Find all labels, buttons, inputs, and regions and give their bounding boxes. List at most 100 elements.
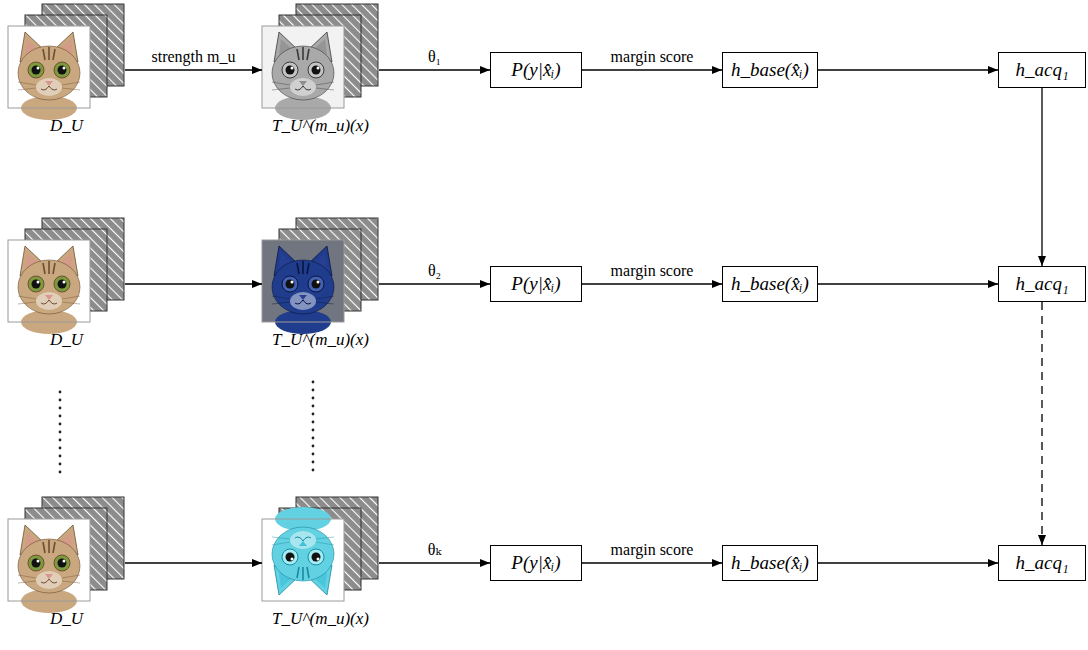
node-label: h_acq₁ (1015, 273, 1068, 295)
illustration-part (45, 295, 53, 300)
illustration-part (18, 575, 80, 583)
illustration-part (63, 67, 66, 70)
illustration-part (59, 415, 62, 418)
illustration-part (18, 539, 80, 593)
illustration-part (312, 421, 315, 424)
illustration-part (299, 295, 307, 300)
illustration-part (28, 555, 44, 571)
process-box: h_acq₁ (998, 545, 1086, 581)
illustration-part (36, 78, 62, 96)
illustration-part (36, 571, 62, 589)
illustration-part (59, 439, 62, 442)
image-stack: D_U (8, 4, 125, 136)
process-box: h_acq₁ (998, 52, 1086, 88)
illustration-part (8, 26, 90, 108)
illustration-part (272, 507, 334, 595)
arrow-connector (125, 562, 262, 563)
cat-image (262, 507, 344, 601)
illustration-part (8, 519, 90, 601)
node-label: P(y|x̂ᵢ) (511, 273, 560, 295)
illustration-part (59, 447, 62, 450)
illustration-part (18, 525, 80, 613)
illustration-part (18, 246, 80, 334)
illustration-part (299, 541, 307, 546)
illustration-part (286, 553, 295, 562)
illustration-part (262, 519, 344, 601)
illustration-part (312, 389, 315, 392)
illustration-part (32, 559, 41, 568)
illustration-part (291, 67, 294, 70)
arrow-connector (582, 562, 722, 563)
node-label: D_U (50, 330, 83, 350)
edge-label: θ₂ (426, 262, 443, 280)
image-stack: D_U (8, 218, 125, 350)
illustration-part (272, 260, 334, 314)
process-box: h_base(x̂ᵢ) (722, 545, 818, 581)
illustration-part (59, 423, 62, 426)
illustration-part (282, 276, 298, 292)
illustration-part (43, 47, 55, 60)
process-box: h_base(x̂ᵢ) (722, 52, 818, 88)
illustration-part (262, 240, 344, 322)
illustration-part (58, 66, 67, 75)
illustration-part (312, 429, 315, 432)
illustration-part (290, 531, 316, 549)
illustration-part (8, 26, 90, 108)
image-stack-figure (8, 218, 124, 334)
illustration-part (262, 240, 344, 322)
illustration-part (286, 66, 295, 75)
illustration-part (317, 281, 320, 284)
node-label: D_U (50, 609, 83, 629)
illustration-part (262, 519, 344, 601)
process-box: P(y|x̂ᵢ) (490, 52, 582, 88)
ellipsis-dots (59, 381, 315, 474)
illustration-part (45, 81, 53, 86)
arrow-connector (818, 69, 998, 70)
illustration-part (59, 463, 62, 466)
cat-image (262, 240, 344, 334)
illustration-part (286, 280, 295, 289)
edge-label: margin score (609, 262, 696, 280)
arrow-connector (379, 562, 490, 563)
image-stack: T_U^(m_u)(x) (262, 497, 379, 629)
process-box: h_base(x̂ᵢ) (722, 266, 818, 302)
illustration-part (290, 78, 316, 96)
illustration-part (41, 300, 57, 304)
illustration-part (297, 261, 309, 274)
edge-label: θₖ (426, 541, 444, 559)
edge-label: margin score (609, 48, 696, 66)
illustration-part (308, 276, 324, 292)
illustration-part (18, 32, 80, 120)
illustration-part (272, 46, 334, 100)
edge-label: θ₁ (426, 48, 443, 66)
arrow-connector (818, 283, 998, 284)
process-box: P(y|x̂ᵢ) (490, 545, 582, 581)
edge-label: margin score (609, 541, 696, 559)
illustration-part (59, 431, 62, 434)
illustration-part (297, 47, 309, 60)
illustration-part (8, 240, 90, 322)
illustration-part (63, 281, 66, 284)
illustration-part (59, 407, 62, 410)
illustration-part (37, 560, 40, 563)
illustration-part (41, 579, 57, 583)
illustration-part (58, 559, 67, 568)
illustration-part (312, 280, 321, 289)
illustration-part (312, 397, 315, 400)
illustration-part (37, 67, 40, 70)
illustration-part (312, 553, 321, 562)
illustration-part (45, 574, 53, 579)
image-stack: T_U^(m_u)(x) (262, 4, 379, 136)
arrow-connector (125, 69, 262, 70)
illustration-part (54, 276, 70, 292)
cat-image (8, 519, 90, 613)
arrow-connector (582, 283, 722, 284)
image-stack-figure (262, 218, 378, 334)
node-label: T_U^(m_u)(x) (272, 116, 369, 136)
illustration-part (59, 399, 62, 402)
illustration-part (58, 280, 67, 289)
illustration-part (28, 276, 44, 292)
illustration-part (262, 26, 344, 108)
image-stack: T_U^(m_u)(x) (262, 218, 379, 350)
